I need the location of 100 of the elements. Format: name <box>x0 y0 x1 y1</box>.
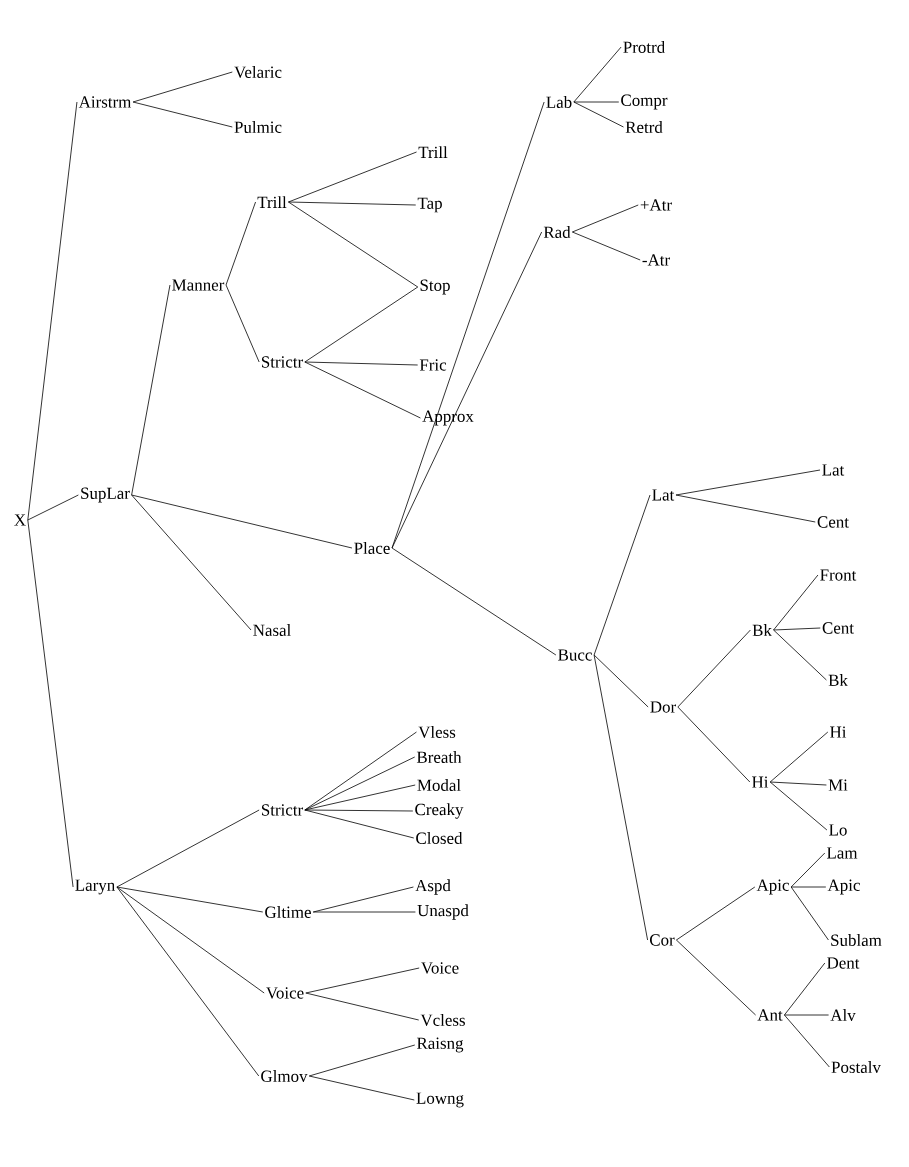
tree-label: Front <box>820 569 857 581</box>
branch-line <box>571 231 641 261</box>
tree-label: Creaky <box>415 803 464 819</box>
tree-label: Fric <box>419 359 447 371</box>
branch-line <box>593 654 649 708</box>
tree-label: Cor <box>650 934 675 946</box>
branch-line <box>305 967 420 994</box>
branch-line <box>304 731 417 811</box>
branch-line <box>769 731 829 783</box>
branch-line <box>676 886 756 941</box>
tree-label: Glmov <box>261 1070 308 1082</box>
branch-line <box>305 992 420 1021</box>
tree-label: Closed <box>416 832 463 844</box>
branch-line <box>573 101 624 128</box>
tree-label: Hi <box>752 776 769 788</box>
branch-line <box>131 494 353 549</box>
branch-line <box>288 151 417 203</box>
tree-label: Sublam <box>831 934 882 946</box>
branch-line <box>116 886 265 994</box>
branch-line <box>225 201 256 286</box>
tree-label: Place <box>354 542 390 554</box>
tree-label: Bk <box>752 624 772 636</box>
branch-line <box>573 46 622 103</box>
branch-line <box>773 629 827 681</box>
tree-label: Strictr <box>261 356 303 368</box>
branch-line <box>790 886 829 941</box>
branch-line <box>116 886 264 913</box>
branch-line <box>677 706 751 783</box>
branch-line <box>308 1075 415 1101</box>
tree-label: Modal <box>417 779 461 791</box>
branch-line <box>675 469 821 496</box>
branch-line <box>304 286 419 363</box>
branch-line <box>676 939 756 1016</box>
tree-label: SupLar <box>81 487 130 503</box>
tree-label: Laryn <box>75 879 115 895</box>
branch-line <box>784 1014 829 1016</box>
branch-line <box>769 781 828 831</box>
branch-line <box>312 911 416 913</box>
tree-label: Apic <box>756 879 789 895</box>
tree-label: Approx <box>422 410 474 426</box>
tree-label: Retrd <box>625 121 663 133</box>
branch-line <box>571 204 639 233</box>
branch-line <box>131 284 171 496</box>
tree-label: Airstrm <box>78 96 132 108</box>
tree-label: Manner <box>172 279 225 291</box>
tree-label: Mi <box>828 779 848 791</box>
tree-label: Vcless <box>420 1014 465 1026</box>
branch-line <box>784 962 826 1016</box>
tree-label: X <box>14 514 26 526</box>
branch-line <box>304 809 415 839</box>
tree-label: Alv <box>830 1009 856 1021</box>
tree-label: Voice <box>421 962 459 974</box>
branch-line <box>790 886 827 888</box>
branch-line <box>593 654 648 941</box>
branch-line <box>391 231 543 549</box>
tree-label: Rad <box>543 226 571 238</box>
branch-line <box>573 101 620 103</box>
tree-label: Cent <box>822 622 854 634</box>
tree-label: Aspd <box>415 879 451 895</box>
branch-line <box>790 852 826 888</box>
tree-label: Hi <box>830 726 847 738</box>
branch-line <box>304 809 414 812</box>
tree-label: Lo <box>829 824 847 836</box>
branch-line <box>391 547 557 656</box>
tree-label: Cent <box>817 516 849 528</box>
tree-label: Trill <box>257 196 287 208</box>
branch-line <box>784 1014 830 1068</box>
tree-label: +Atr <box>640 199 672 211</box>
branch-line <box>304 756 416 811</box>
branch-line <box>27 519 74 888</box>
branch-line <box>677 629 751 708</box>
tree-label: Protrd <box>623 41 665 53</box>
branch-line <box>773 574 819 631</box>
tree-label: Pulmic <box>234 121 282 133</box>
branch-line <box>304 361 419 366</box>
branch-line <box>116 886 260 1077</box>
branch-line <box>304 361 421 419</box>
branch-line <box>225 284 260 363</box>
tree-label: Voice <box>266 987 304 999</box>
branch-line <box>308 1044 416 1077</box>
tree-label: Bk <box>828 674 848 686</box>
tree-label: Lam <box>826 847 858 859</box>
tree-label: Vless <box>418 726 456 738</box>
tree-label: Tap <box>417 197 442 213</box>
tree-label: Lat <box>652 489 675 501</box>
tree-label: Strictr <box>261 804 303 816</box>
branch-line <box>132 71 233 103</box>
tree-label: Breath <box>416 751 462 763</box>
tree-label: Lab <box>546 96 572 108</box>
branch-line <box>773 627 821 631</box>
tree-label: Bucc <box>558 649 592 661</box>
tree-label: Gltime <box>265 906 311 918</box>
tree-label: Compr <box>621 94 668 110</box>
branch-line <box>288 201 419 288</box>
tree-label: Apic <box>827 879 860 895</box>
branch-line <box>132 101 233 128</box>
tree-label: Lowng <box>416 1092 464 1108</box>
tree-label: Trill <box>418 146 448 158</box>
branch-line <box>675 494 816 523</box>
tree-label: Ant <box>757 1009 783 1021</box>
